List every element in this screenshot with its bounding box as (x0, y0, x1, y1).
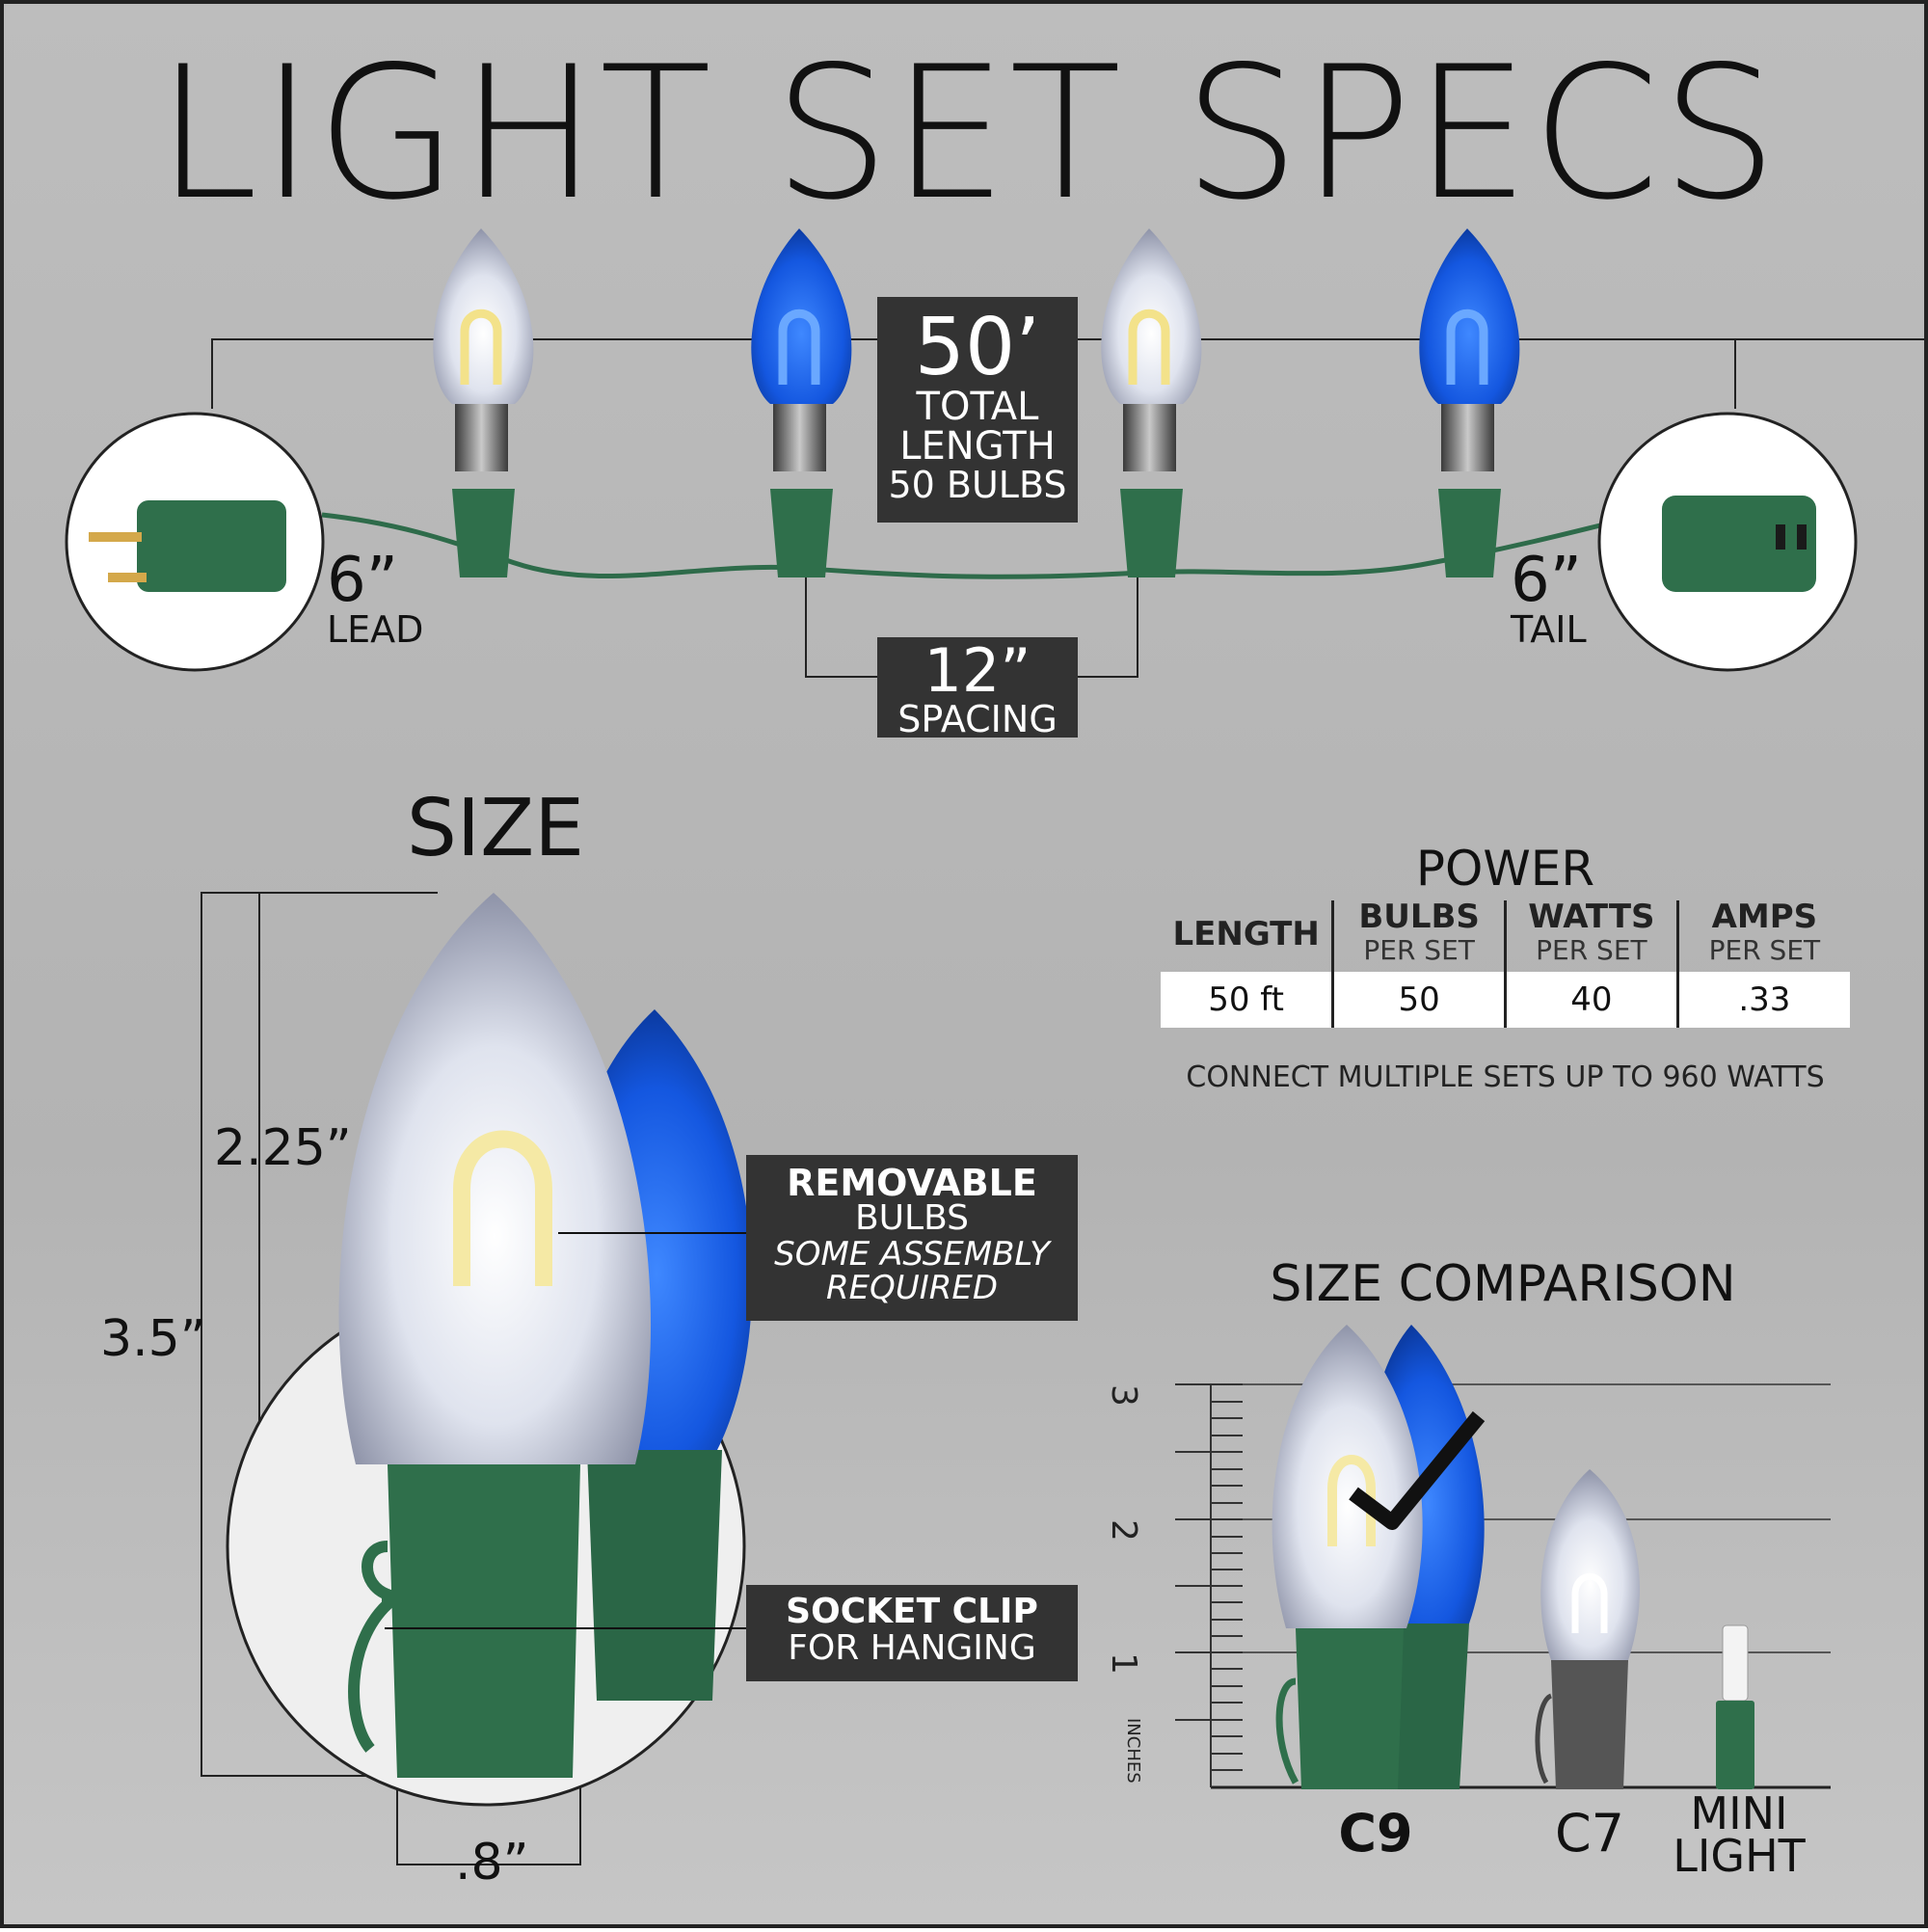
mini-light-label-line2: LIGHT (1673, 1829, 1806, 1882)
plug-icon (65, 412, 325, 672)
bulb-clear-2 (1101, 228, 1202, 577)
mini-light-label: MINI LIGHT (1662, 1787, 1816, 1882)
mini-light-label-line1: MINI (1690, 1787, 1788, 1839)
cell-bulbs: 50 (1331, 972, 1506, 1028)
cell-amps: .33 (1675, 972, 1850, 1028)
callout-clip-line1: SOCKET CLIP (786, 1592, 1038, 1631)
page-title: LIGHT SET SPECS (155, 27, 1781, 240)
c7-label: C7 (1554, 1803, 1625, 1864)
ruler-mark-3: 3 (1104, 1384, 1143, 1407)
bulb-blue-2 (1419, 228, 1520, 577)
height-dimension-line (201, 892, 438, 1777)
tail-text: TAIL (1511, 608, 1587, 651)
spacing-bracket-left (805, 577, 877, 678)
c9-label: C9 (1338, 1803, 1413, 1864)
ruler-unit-label: INCHES (1123, 1718, 1143, 1784)
column-header-main: AMPS (1711, 898, 1818, 936)
checkmark-icon (1349, 1410, 1486, 1530)
column-header-main: WATTS (1528, 898, 1655, 936)
bulb-height-label: 2.25” (214, 1119, 352, 1177)
table-row: 50 ft 50 40 .33 (1161, 972, 1850, 1028)
power-heading: POWER (1415, 841, 1595, 897)
c7-bulb-icon (1535, 1469, 1640, 1789)
bulb-clear-1 (433, 228, 534, 577)
total-length-line2: LENGTH (899, 423, 1056, 469)
ruler-mark-1: 1 (1104, 1652, 1143, 1675)
lead-text: LEAD (327, 608, 424, 651)
lead-label: 6” LEAD (327, 550, 433, 648)
outlet-icon (1597, 412, 1858, 672)
large-clear-bulb (338, 893, 652, 1778)
height-total-label: 3.5” (100, 1310, 206, 1368)
callout-bulbs-line4: REQUIRED (825, 1269, 999, 1308)
bulb-blue-1 (751, 228, 852, 577)
column-header-sub: PER SET (1708, 934, 1821, 966)
lead-value: 6” (327, 545, 398, 616)
column-header-sub: PER SET (1536, 934, 1647, 966)
column-header-length: LENGTH (1161, 900, 1333, 972)
tail-value: 6” (1511, 545, 1582, 616)
callout-clip-line2: FOR HANGING (788, 1628, 1036, 1668)
spacing-bracket-right (1076, 577, 1138, 678)
size-heading: SIZE (406, 783, 585, 874)
light-string-diagram (65, 228, 1928, 1865)
column-header-main: LENGTH (1172, 915, 1320, 953)
ruler-icon (1175, 1383, 1243, 1787)
base-width-label: .8” (455, 1834, 529, 1892)
removable-bulbs-callout: REMOVABLE BULBS SOME ASSEMBLY REQUIRED (746, 1155, 1078, 1321)
power-note: CONNECT MULTIPLE SETS UP TO 960 WATTS (1186, 1060, 1825, 1094)
total-length-line3: 50 BULBS (888, 463, 1067, 506)
callout-bulbs-line2: BULBS (854, 1198, 970, 1238)
tail-label: 6” TAIL (1511, 550, 1617, 648)
cell-length: 50 ft (1161, 972, 1333, 1028)
callout-bulbs-line1: REMOVABLE (787, 1162, 1037, 1204)
column-header-main: BULBS (1358, 898, 1480, 936)
callout-bulbs-line3: SOME ASSEMBLY (774, 1234, 1050, 1274)
total-length-value: 50’ (914, 302, 1041, 393)
column-header-sub: PER SET (1363, 934, 1475, 966)
cord (321, 512, 1624, 579)
spacing-label: SPACING (897, 698, 1058, 740)
spacing-box: 12” SPACING (877, 637, 1078, 738)
cell-watts: 40 (1504, 972, 1678, 1028)
base-width-dimension-line (396, 1744, 581, 1865)
comparison-heading: SIZE COMPARISON (1270, 1255, 1736, 1313)
c9-clear-bulb-icon (1272, 1325, 1423, 1789)
spacing-value: 12” (924, 635, 1031, 706)
total-length-line1: TOTAL (916, 385, 1039, 429)
total-length-box: 50’ TOTAL LENGTH 50 BULBS (877, 297, 1078, 523)
mini-light-icon (1716, 1624, 1754, 1789)
socket-clip-callout: SOCKET CLIP FOR HANGING (746, 1585, 1078, 1681)
ruler-mark-2: 2 (1104, 1519, 1143, 1542)
